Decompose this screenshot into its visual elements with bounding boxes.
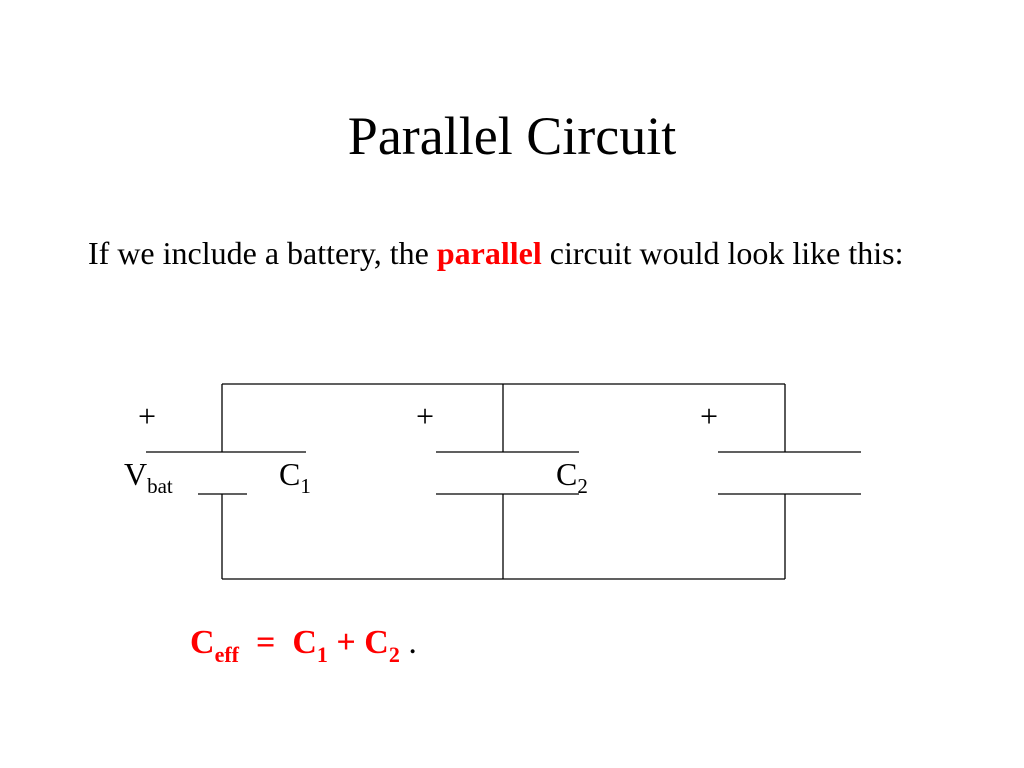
formula-c1-sub: 1: [316, 642, 328, 667]
intro-paragraph: If we include a battery, the parallel ci…: [88, 231, 944, 276]
formula-ceff-sub: eff: [214, 642, 239, 667]
formula-c1-main: C: [292, 624, 317, 661]
intro-highlight: parallel: [436, 235, 542, 271]
c1-label-sub: 1: [300, 474, 311, 498]
battery-label-sub: bat: [147, 474, 173, 498]
c1-label-main: C: [279, 456, 301, 492]
formula-c2-main: C: [364, 624, 389, 661]
c1-label: C1: [279, 456, 311, 498]
intro-text-before: If we include a battery, the: [88, 235, 437, 271]
c2-plus-sign: +: [700, 398, 719, 434]
battery-plus-sign: +: [138, 398, 157, 434]
formula-plus: +: [336, 624, 356, 661]
formula-equals: =: [255, 624, 276, 661]
battery-label: Vbat: [124, 456, 173, 498]
slide-title: Parallel Circuit: [347, 106, 677, 166]
formula-c2-sub: 2: [388, 642, 400, 667]
battery-label-main: V: [124, 456, 148, 492]
c2-label-main: C: [556, 456, 578, 492]
effective-capacitance-formula: Ceff = C1 + C2 .: [190, 620, 417, 669]
c1-plus-sign: +: [416, 398, 435, 434]
formula-ceff-main: C: [190, 624, 215, 661]
c2-label-sub: 2: [577, 474, 588, 498]
intro-text-after: circuit would look like this:: [541, 235, 904, 271]
formula-period: .: [408, 624, 417, 661]
c2-label: C2: [556, 456, 588, 498]
